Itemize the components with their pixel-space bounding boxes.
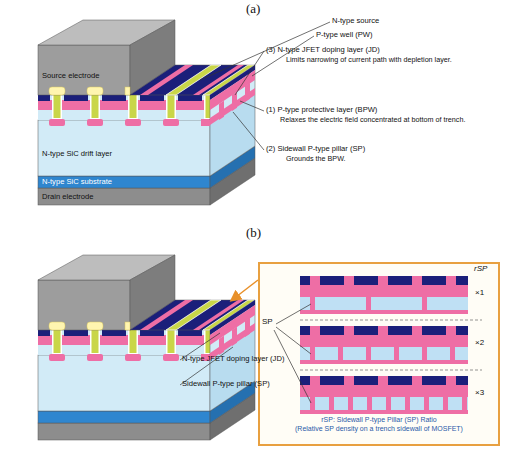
part-label: Sidewall P-type pillar (SP) [182,380,270,388]
inset-caption: rSP: Sidewall P-type Pillar (SP) Ratio(R… [264,416,494,434]
mosfet-structure-a [38,20,255,205]
ratio-value: ×1 [475,289,484,298]
callout-note: Limits narrowing of current path with de… [286,56,452,64]
caption-text: (Relative SP density on a trench sidewal… [264,425,494,434]
callout-heading: (1) P-type protective layer (BPW) [266,106,377,114]
layer-label: Source electrode [42,72,99,80]
part-label: P-type well (PW) [316,31,373,39]
mosfet-structure-b [38,255,255,440]
inset-box: rSP: Sidewall P-type Pillar (SP) Ratio(R… [258,262,500,446]
panel-letter: (b) [246,226,261,240]
leader-lines-a [200,22,330,150]
callout-arrow [232,280,258,300]
callout-heading: (3) N-type JFET doping layer (JD) [266,46,380,54]
layer-label: N-type SiC substrate [42,178,112,186]
layer-label: Drain electrode [42,193,94,201]
inset-background [259,263,499,445]
ratio-value: ×3 [475,389,484,398]
ratio-value: ×2 [475,339,484,348]
callout-note: Relaxes the electric field concentrated … [280,116,465,124]
sp-ratio-panels [274,276,482,414]
caption-text: rSP: Sidewall P-type Pillar (SP) Ratio [264,416,494,425]
callout-note: Grounds the BPW. [286,155,346,163]
part-label: N-type source [332,17,379,25]
layer-label: N-type SiC drift layer [42,150,112,158]
part-label: SP [262,318,273,327]
callout-heading: (2) Sidewall P-type pillar (SP) [266,145,365,153]
part-label: N-type JFET doping layer (JD) [182,355,284,363]
panel-letter: (a) [246,2,260,16]
ratio-symbol: rSP [474,265,487,274]
